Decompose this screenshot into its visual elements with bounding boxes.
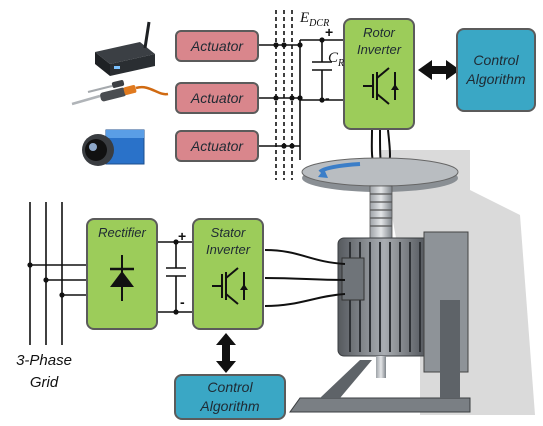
stator-inverter-line2: Inverter xyxy=(205,242,251,257)
camera-icon xyxy=(82,129,145,166)
rectifier: Rectifier xyxy=(86,218,158,330)
stator-to-motor-wires xyxy=(264,249,346,307)
grid-label-line2: Grid xyxy=(29,374,59,391)
actuator-3: Actuator xyxy=(175,130,259,162)
rotor-bus-nodes xyxy=(273,37,325,149)
rotor-inverter-line1: Rotor xyxy=(363,25,395,40)
stator-inverter-line1: Stator xyxy=(210,225,246,240)
cr-sub: R xyxy=(338,58,345,69)
edc-label: EDCR xyxy=(300,10,329,29)
stator-dc-nodes xyxy=(173,239,179,315)
motor-icon xyxy=(289,157,471,413)
control-algorithm-bottom: Control Algorithm xyxy=(174,374,286,420)
grid-label-line1: 3-Phase xyxy=(16,352,72,369)
stator-plus: + xyxy=(178,228,187,244)
igbt-icon xyxy=(212,267,248,305)
actuator-1: Actuator xyxy=(175,30,259,62)
control-bottom-line1: Control xyxy=(207,379,253,395)
stator-inverter: Stator Inverter xyxy=(192,218,264,330)
bidirectional-arrow-icon xyxy=(216,333,236,373)
rotor-inverter: Rotor Inverter xyxy=(343,18,415,130)
control-top-line2: Algorithm xyxy=(466,71,526,87)
edc-sub: DCR xyxy=(309,18,330,29)
grid-label: 3-Phase Grid xyxy=(4,350,84,394)
igbt-icon xyxy=(363,67,399,105)
diode-icon xyxy=(110,255,134,301)
screwdriver-icon xyxy=(71,80,169,106)
rotor-inverter-line2: Inverter xyxy=(356,42,402,57)
edc-main: E xyxy=(300,10,310,26)
stator-minus: - xyxy=(180,294,185,310)
cr-label: CR xyxy=(328,50,344,69)
rotor-minus: - xyxy=(325,90,330,106)
control-top-line1: Control xyxy=(473,52,519,68)
cr-main: C xyxy=(328,50,339,66)
control-algorithm-top: Control Algorithm xyxy=(456,28,536,112)
bidirectional-arrow-icon xyxy=(418,60,460,80)
grid-lines xyxy=(29,202,86,345)
control-bottom-line2: Algorithm xyxy=(200,398,260,414)
rectifier-label: Rectifier xyxy=(98,225,146,240)
rotor-plus: + xyxy=(325,24,334,40)
stator-dc-link xyxy=(158,241,195,313)
grid-nodes xyxy=(27,262,65,298)
actuator-2: Actuator xyxy=(175,82,259,114)
mini-pc-icon xyxy=(95,21,155,76)
